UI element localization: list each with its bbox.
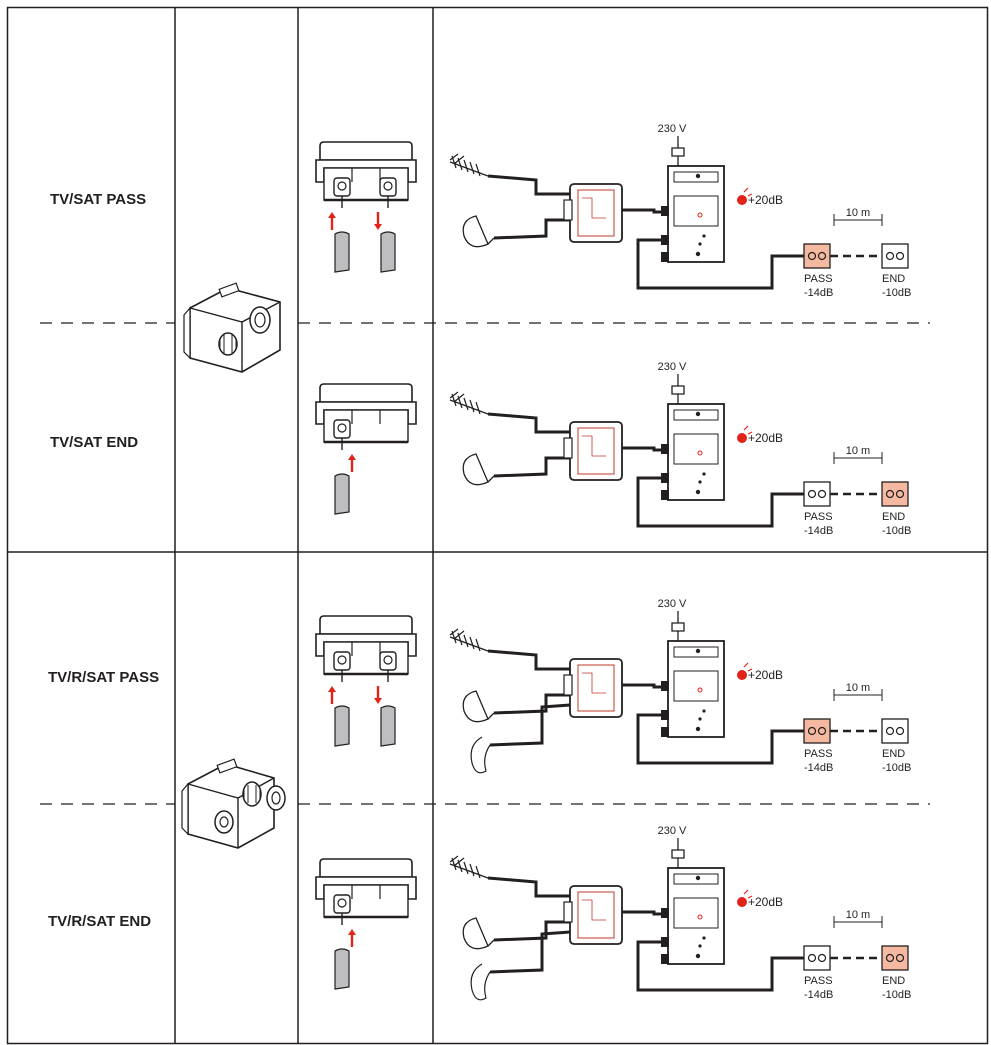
insert-illustration: [312, 138, 422, 278]
pass-db-label: -14dB: [804, 762, 833, 774]
end-db-label: -10dB: [882, 525, 911, 537]
amplifier: [667, 867, 725, 965]
diplexer: [563, 183, 623, 243]
row-label-tv-r-sat-end: TV/R/SAT END: [48, 913, 152, 930]
voltage-label: 230 V: [658, 361, 687, 373]
pass-db-label: -14dB: [804, 525, 833, 537]
installation-diagram: 230 V +20dB 10 m PASS -14dB END -10dB: [442, 120, 942, 320]
diplexer: [563, 885, 623, 945]
end-db-label: -10dB: [882, 989, 911, 1001]
row-label-tv-sat-pass: TV/SAT PASS: [50, 191, 147, 208]
diplexer: [563, 421, 623, 481]
gain-label: +20dB: [748, 668, 783, 682]
voltage-label: 230 V: [658, 123, 687, 135]
pass-label: PASS: [804, 511, 833, 523]
voltage-label: 230 V: [658, 825, 687, 837]
insert-illustration: [312, 855, 422, 995]
end-label: END: [882, 748, 905, 760]
end-label: END: [882, 975, 905, 987]
pass-db-label: -14dB: [804, 989, 833, 1001]
insert-illustration: [312, 380, 422, 520]
socket-illustration-tv-sat: [183, 282, 281, 373]
pass-label: PASS: [804, 273, 833, 285]
row-label-tv-sat-end: TV/SAT END: [50, 434, 139, 451]
installation-diagram: 230 V +20dB 10 m PASS -14dB END -10dB: [442, 358, 942, 558]
pass-label: PASS: [804, 748, 833, 760]
row-label-tv-r-sat-pass: TV/R/SAT PASS: [48, 669, 160, 686]
end-db-label: -10dB: [882, 762, 911, 774]
insert-illustration: [312, 612, 422, 752]
pass-label: PASS: [804, 975, 833, 987]
diplexer: [563, 658, 623, 718]
voltage-label: 230 V: [658, 598, 687, 610]
gain-label: +20dB: [748, 193, 783, 207]
pass-db-label: -14dB: [804, 287, 833, 299]
end-db-label: -10dB: [882, 287, 911, 299]
installation-diagram: 230 V +20dB 10 m PASS -14dB END -10dB: [442, 595, 942, 795]
installation-diagram: 230 V +20dB 10 m PASS -14dB END -10dB: [442, 822, 942, 1022]
end-label: END: [882, 511, 905, 523]
gain-label: +20dB: [748, 895, 783, 909]
amplifier: [667, 403, 725, 501]
distance-label: 10 m: [846, 207, 870, 219]
end-label: END: [882, 273, 905, 285]
distance-label: 10 m: [846, 445, 870, 457]
socket-illustration-tv-r-sat: [181, 758, 286, 849]
distance-label: 10 m: [846, 682, 870, 694]
distance-label: 10 m: [846, 909, 870, 921]
amplifier: [667, 640, 725, 738]
amplifier: [667, 165, 725, 263]
gain-label: +20dB: [748, 431, 783, 445]
